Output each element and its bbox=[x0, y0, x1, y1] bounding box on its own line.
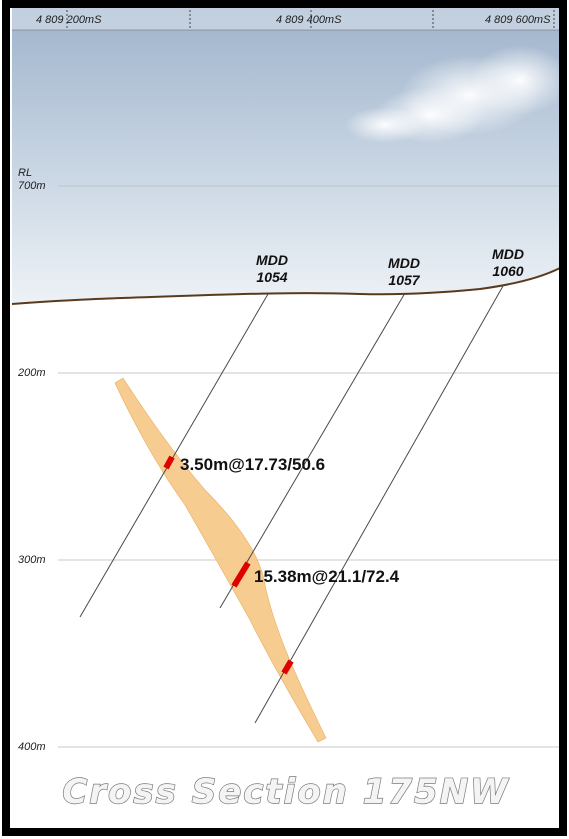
drill-hole-label: 1060 bbox=[492, 263, 523, 279]
ore-zone bbox=[114, 377, 327, 743]
drill-hole-label: MDD bbox=[388, 255, 420, 271]
elevation-label: 300m bbox=[18, 554, 46, 566]
northing-header-strip bbox=[12, 8, 560, 30]
drill-trace-mdd1060 bbox=[254, 285, 504, 724]
topography-line bbox=[11, 267, 561, 305]
intercept-label: 15.38m@21.1/72.4 bbox=[254, 567, 400, 586]
northing-label: 4 809 600mS bbox=[485, 14, 551, 26]
intercept-mark bbox=[281, 659, 294, 675]
drill-trace-mdd1057 bbox=[219, 292, 406, 609]
drill-trace-mdd1054 bbox=[79, 293, 269, 618]
intercept-mark bbox=[163, 455, 175, 470]
cloud-decoration bbox=[345, 45, 569, 143]
drill-traces bbox=[79, 285, 504, 724]
drill-hole-label: 1057 bbox=[388, 272, 420, 288]
drill-hole-label: MDD bbox=[256, 252, 288, 268]
northing-label: 4 809 200mS bbox=[36, 14, 102, 26]
northing-label: 4 809 400mS bbox=[276, 14, 342, 26]
ground-area bbox=[12, 268, 560, 820]
section-title: Cross Section 175NW bbox=[62, 772, 509, 812]
drill-hole-label: MDD bbox=[492, 246, 524, 262]
drill-hole-label: 1054 bbox=[256, 269, 287, 285]
northing-ticks bbox=[66, 10, 555, 30]
elevation-label: 200m bbox=[17, 367, 46, 379]
intercept-mark bbox=[231, 561, 251, 588]
intercept-label: 3.50m@17.73/50.6 bbox=[180, 455, 325, 474]
rl-label: RL bbox=[18, 167, 32, 179]
elevation-gridlines bbox=[58, 185, 560, 748]
elevation-label: 400m bbox=[18, 741, 46, 753]
elevation-label: 700m bbox=[18, 180, 46, 192]
